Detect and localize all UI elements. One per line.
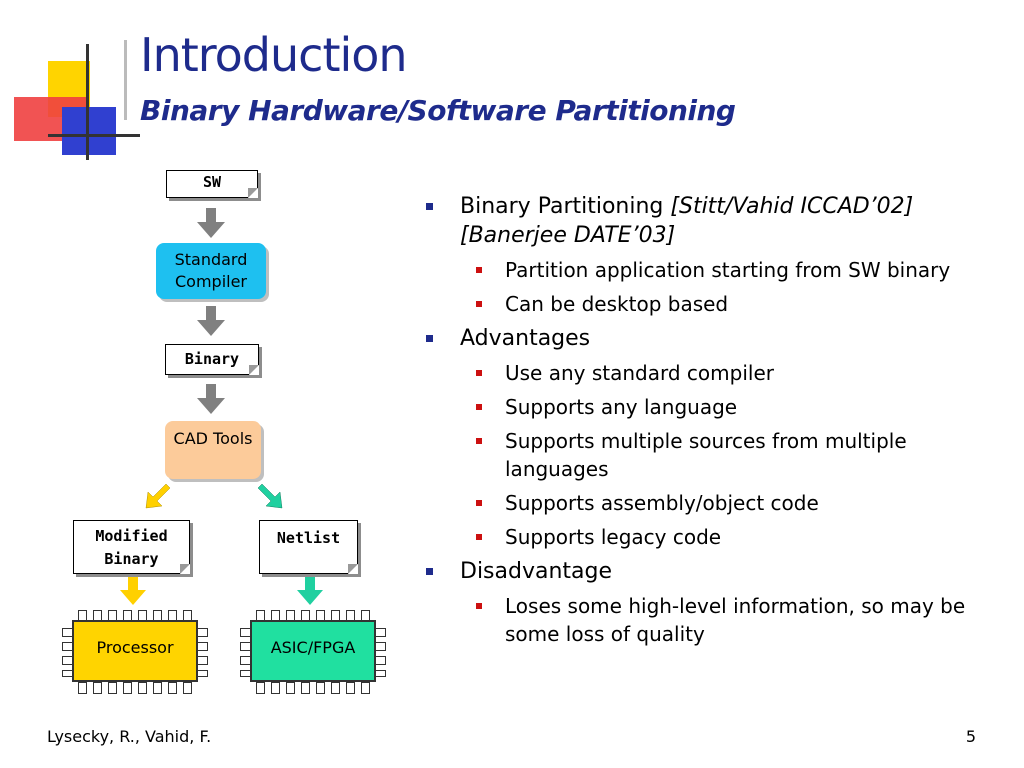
netlist-document: Netlist bbox=[259, 520, 358, 574]
yellow-down-arrow-icon bbox=[120, 577, 146, 605]
sub-bullet-square-icon bbox=[476, 603, 482, 609]
sub-bullet-item: Partition application starting from SW b… bbox=[426, 256, 996, 284]
diagonal-arrow-left-icon bbox=[145, 484, 170, 509]
sub-bullet-text: Loses some high-level information, so ma… bbox=[505, 594, 966, 646]
sub-bullet-text: Can be desktop based bbox=[505, 292, 729, 316]
binary-label: Binary bbox=[184, 350, 240, 368]
asic-fpga-chip: ASIC/FPGA bbox=[240, 610, 386, 694]
sub-bullet-item: Supports legacy code bbox=[426, 523, 996, 551]
diagonal-arrow-right-icon bbox=[258, 484, 283, 509]
sub-bullet-square-icon bbox=[476, 404, 482, 410]
down-arrow-icon bbox=[197, 384, 225, 414]
bullet-text: Advantages bbox=[460, 326, 591, 351]
sub-bullet-text: Supports multiple sources from multiple … bbox=[505, 429, 907, 481]
sub-bullet-square-icon bbox=[476, 301, 482, 307]
sub-bullet-item: Use any standard compiler bbox=[426, 359, 996, 387]
sub-bullet-square-icon bbox=[476, 534, 482, 540]
standard-compiler-box: Standard Compiler bbox=[156, 243, 266, 299]
sub-bullet-text: Partition application starting from SW b… bbox=[505, 258, 951, 282]
bullet-square-icon bbox=[426, 203, 433, 210]
processor-chip: Processor bbox=[62, 610, 208, 694]
bullet-square-icon bbox=[426, 335, 433, 342]
page-subtitle: Binary Hardware/Software Partitioning bbox=[140, 94, 736, 127]
sub-bullet-item: Supports any language bbox=[426, 393, 996, 421]
cad-tools-label: CAD Tools bbox=[173, 429, 253, 448]
sub-bullet-text: Use any standard compiler bbox=[505, 361, 774, 385]
standard-compiler-label: Standard Compiler bbox=[174, 250, 248, 291]
sub-bullet-item: Supports multiple sources from multiple … bbox=[426, 427, 996, 483]
bullet-text: Disadvantage bbox=[460, 559, 613, 584]
bullet-item: Disadvantage bbox=[426, 557, 996, 586]
asic-fpga-label: ASIC/FPGA bbox=[270, 638, 356, 657]
bullet-text: Binary Partitioning bbox=[460, 194, 671, 219]
netlist-label: Netlist bbox=[276, 529, 341, 547]
modified-binary-document: Modified Binary bbox=[73, 520, 190, 574]
sub-bullet-text: Supports any language bbox=[505, 395, 738, 419]
sub-bullet-item: Supports assembly/object code bbox=[426, 489, 996, 517]
sw-label: SW bbox=[202, 173, 222, 191]
modified-binary-line1: Modified bbox=[95, 527, 168, 545]
teal-down-arrow-icon bbox=[297, 577, 323, 605]
cad-tools-box: CAD Tools bbox=[165, 421, 261, 479]
page-title: Introduction bbox=[140, 28, 408, 82]
bullet-list: Binary Partitioning [Stitt/Vahid ICCAD’0… bbox=[426, 192, 996, 654]
sub-bullet-item: Loses some high-level information, so ma… bbox=[426, 592, 996, 648]
sub-bullet-square-icon bbox=[476, 500, 482, 506]
citation-text: [Stitt/Vahid ICCAD’02] [Banerjee DATE’03… bbox=[460, 194, 914, 248]
sw-document: SW bbox=[166, 170, 258, 198]
sub-bullet-square-icon bbox=[476, 438, 482, 444]
bullet-square-icon bbox=[426, 568, 433, 575]
modified-binary-line2: Binary bbox=[104, 550, 159, 568]
sub-bullet-square-icon bbox=[476, 370, 482, 376]
binary-document: Binary bbox=[165, 344, 259, 375]
down-arrow-icon bbox=[197, 208, 225, 238]
page-number: 5 bbox=[965, 727, 976, 746]
down-arrow-icon bbox=[197, 306, 225, 336]
footer-authors: Lysecky, R., Vahid, F. bbox=[47, 727, 212, 746]
processor-label: Processor bbox=[96, 638, 174, 657]
logo-decoration bbox=[0, 0, 140, 170]
bullet-item: Binary Partitioning [Stitt/Vahid ICCAD’0… bbox=[426, 192, 996, 250]
sub-bullet-square-icon bbox=[476, 267, 482, 273]
sub-bullet-text: Supports legacy code bbox=[505, 525, 722, 549]
sub-bullet-text: Supports assembly/object code bbox=[505, 491, 819, 515]
bullet-item: Advantages bbox=[426, 324, 996, 353]
sub-bullet-item: Can be desktop based bbox=[426, 290, 996, 318]
